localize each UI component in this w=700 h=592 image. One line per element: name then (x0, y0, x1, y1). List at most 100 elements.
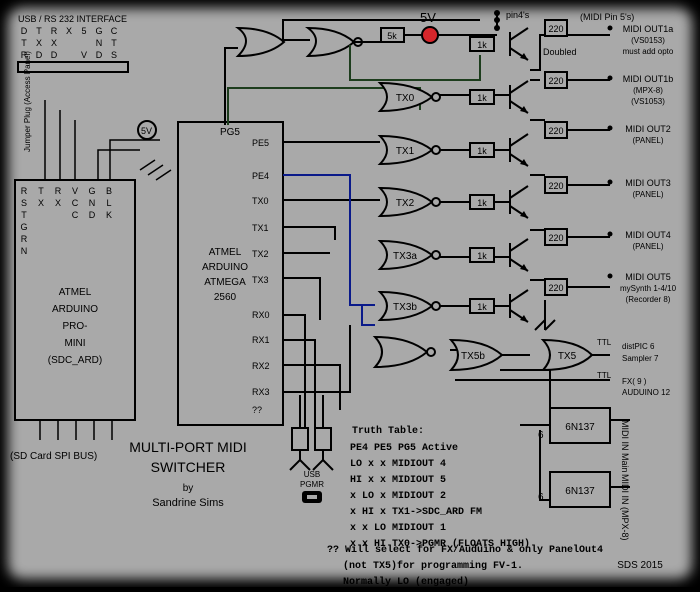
pro-mini-pin-letter: X (38, 198, 44, 208)
resistor-220 (544, 176, 568, 194)
resistor-1k-label: 1k (477, 146, 487, 156)
resistor-1k (469, 89, 495, 105)
gate-label: TX2 (396, 198, 415, 209)
title-author: Sandrine Sims (152, 497, 224, 509)
gate-bubble (431, 92, 441, 102)
truth-table-note: (not TX5)for programming FV-1. (343, 560, 523, 572)
usb-header-pin-letter: G (95, 26, 102, 36)
pro-mini-pin-letter: N (89, 198, 96, 208)
midi-out-dot (607, 75, 613, 81)
pgmr-legs (289, 450, 334, 471)
gate-tx1 (377, 134, 434, 166)
doubled-label: Doubled (543, 47, 577, 57)
pro-mini-pin-letter: S (21, 198, 27, 208)
title-line-1: MULTI-PORT MIDI (129, 439, 246, 455)
usb-header-pin-letter: T (21, 38, 27, 48)
opto-main (549, 407, 611, 444)
midi-out-label: (PANEL) (633, 190, 664, 199)
transistor-arrow (520, 53, 528, 60)
midi-pin5-label: (MIDI Pin 5's) (580, 12, 634, 22)
truth-table-row: x x LO MIDIOUT 1 (350, 523, 446, 534)
resistor-220-label: 220 (548, 181, 563, 191)
mega-pin-rx0: RX0 (252, 310, 270, 320)
truth-table-row: x LO x MIDIOUT 2 (350, 491, 446, 502)
five-volt-led (421, 26, 439, 44)
midi-out-label: MIDI OUT5 (625, 272, 671, 282)
mega-pin-rx2: RX2 (252, 361, 270, 371)
transistors: Doubled (509, 27, 577, 323)
resistor-1k (469, 298, 495, 314)
truth-table-note: ?? Will select for FX/Auduino & only Pan… (327, 544, 603, 556)
usb-header-pin-letter: T (36, 26, 42, 36)
resistor-1k (469, 247, 495, 263)
midi-in-main-label: MIDI IN Main (620, 420, 630, 473)
truth-table-row: LO x x MIDIOUT 4 (350, 459, 446, 470)
mega-name-line: ATMEGA (204, 277, 246, 288)
resistor-220 (544, 19, 568, 37)
usb-pgmr-label: USB (304, 470, 320, 479)
ttl-bottom-label: TTL (597, 371, 612, 380)
resistor-220-label: 220 (548, 283, 563, 293)
mega-body (177, 121, 284, 426)
gate-extra (372, 335, 429, 369)
midi-out-label: must add opto (623, 47, 674, 56)
mega-pin-tx3: TX3 (252, 275, 269, 285)
opto-mpx8 (549, 471, 611, 508)
pin4-label: pin4's (506, 10, 530, 20)
midi-out-label: mySynth 1-4/10 (620, 284, 677, 293)
mega-pin-tx0: TX0 (252, 196, 269, 206)
pro-mini-name-line: (SDC_ARD) (48, 355, 102, 366)
midi-in-mpx8-label: MIDI IN (MPX-8) (620, 474, 630, 541)
resistor-220 (544, 228, 568, 246)
top-or-gate-1 (235, 26, 286, 58)
midi-out-label: (PANEL) (633, 242, 664, 251)
midi-out-label: MIDI OUT3 (625, 178, 671, 188)
mega-name-line: ARDUINO (202, 262, 248, 273)
resistor-1k-label: 1k (477, 251, 487, 261)
mega-pin-tx1: TX1 (252, 223, 269, 233)
usb-header-body (17, 61, 129, 73)
gate-bubble (431, 145, 441, 155)
midi-out-label: (VS0153) (631, 36, 665, 45)
resistor-1k (469, 142, 495, 158)
resistor-1k (469, 36, 495, 52)
transistor-arrow (520, 211, 528, 218)
resistor-220-label: 220 (548, 24, 563, 34)
mega-pin-qq: ?? (252, 405, 262, 415)
tx5-gate (540, 338, 594, 372)
auduino-label: AUDUINO 12 (622, 388, 671, 397)
gate-label: TX0 (396, 93, 415, 104)
resistor-1k-label: 1k (477, 40, 487, 50)
pro-mini-pin-letter: C (72, 198, 79, 208)
pro-mini-pin-letter: R (55, 186, 62, 196)
title-by: by (183, 483, 194, 494)
transistor-arrow (520, 106, 528, 113)
footer-credit: SDS 2015 (617, 560, 663, 571)
gate-tx0 (377, 81, 434, 113)
usb-header-pin-letter: X (51, 38, 57, 48)
usb-header-pin-letter: R (21, 50, 28, 60)
usb-port-icon-slot (307, 495, 317, 499)
resistor-220-label: 220 (548, 76, 563, 86)
top-or-gate-2 (305, 26, 356, 58)
five-volt-indicator-small (137, 120, 157, 140)
opto-main-part: 6N137 (565, 422, 595, 433)
transistor-arrow (520, 159, 528, 166)
midi-out-label: (VS1053) (631, 97, 665, 106)
usb-header-pin-letter: D (96, 50, 103, 60)
mega-name-line: 2560 (214, 292, 237, 303)
midi-out-label: (PANEL) (633, 136, 664, 145)
pro-mini-bus-label: (SD Card SPI BUS) (10, 451, 97, 462)
usb-header-pin-letter: X (66, 26, 72, 36)
resistor-220 (544, 121, 568, 139)
resistor-1k (469, 194, 495, 210)
opto-mpx8-part: 6N137 (565, 486, 595, 497)
gate-bubble (431, 301, 441, 311)
usb-pgmr-sublabel: PGMR (300, 480, 324, 489)
gate-label: TX3b (393, 302, 417, 313)
